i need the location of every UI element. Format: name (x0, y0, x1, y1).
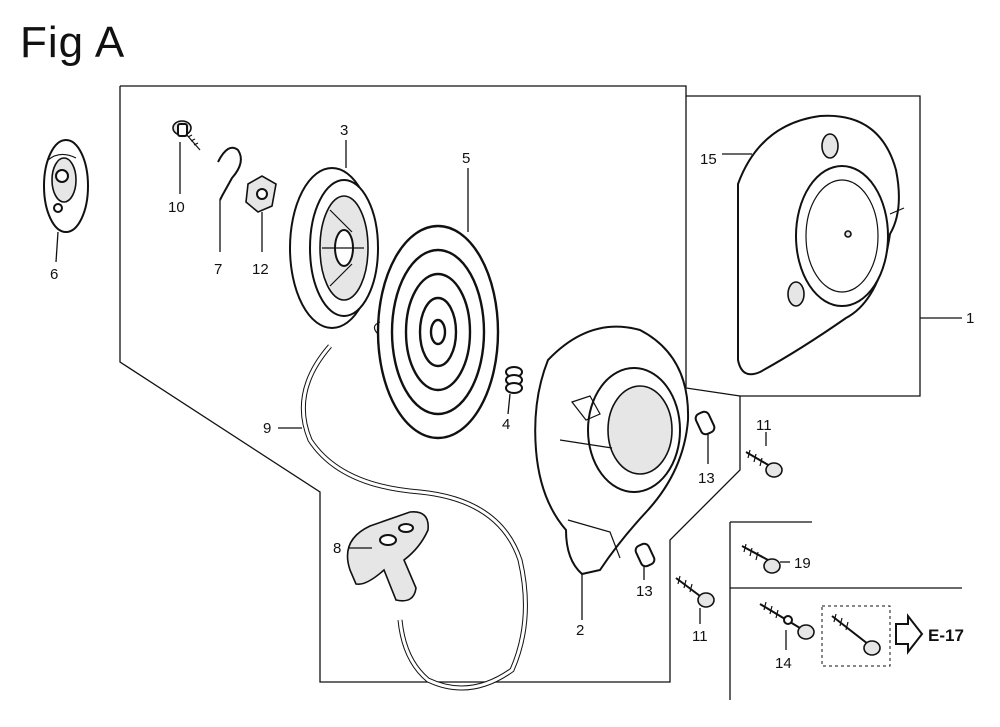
part-4-small-spring[interactable] (505, 366, 523, 415)
callout-4: 4 (502, 416, 510, 433)
part-19-screw[interactable] (741, 543, 790, 574)
part-11-bolt-upper[interactable] (745, 432, 783, 478)
part-8-starter-handle[interactable] (346, 511, 429, 602)
callout-14: 14 (775, 655, 792, 672)
part-3-reel[interactable] (289, 140, 379, 329)
callout-2: 2 (576, 622, 584, 639)
callout-3: 3 (340, 122, 348, 139)
part-10-bolt[interactable] (172, 120, 201, 194)
callout-9: 9 (263, 420, 271, 437)
callout-11-upper: 11 (756, 417, 772, 434)
part-13-collar-lower[interactable] (634, 542, 656, 580)
part-6-drive-pulley[interactable] (43, 139, 89, 263)
figure-title: Fig A (20, 18, 126, 67)
part-7-spring-clip[interactable] (217, 146, 242, 252)
callout-19: 19 (794, 555, 811, 572)
part-12-ratchet[interactable] (245, 175, 277, 252)
assembly-outline (119, 85, 962, 700)
part-15-fan-cover[interactable] (722, 114, 905, 376)
callout-5: 5 (462, 150, 470, 167)
callout-labels: 1 2 3 4 5 6 7 8 9 10 11 11 12 13 13 14 1… (50, 122, 974, 672)
callout-7: 7 (214, 261, 222, 278)
callout-15: 15 (700, 151, 717, 168)
callout-12: 12 (252, 261, 269, 278)
callout-11-lower: 11 (692, 628, 708, 645)
callout-6: 6 (50, 266, 58, 283)
reference-arrow-icon (895, 613, 924, 655)
part-13-collar-upper[interactable] (694, 410, 716, 464)
callout-13-lower: 13 (636, 583, 653, 600)
callout-10: 10 (168, 199, 185, 216)
callout-13-upper: 13 (698, 470, 715, 487)
part-11-bolt-lower[interactable] (675, 575, 715, 624)
callout-8: 8 (333, 540, 341, 557)
part-2-recoil-case[interactable] (534, 325, 690, 620)
reference-e17-label[interactable]: E-17 (928, 626, 964, 645)
reference-e17-box[interactable] (821, 605, 924, 667)
part-9-starter-rope[interactable] (278, 344, 528, 691)
part-5-spiral-spring[interactable] (373, 168, 500, 440)
part-14-bolt[interactable] (759, 601, 815, 650)
callout-1: 1 (966, 310, 974, 327)
